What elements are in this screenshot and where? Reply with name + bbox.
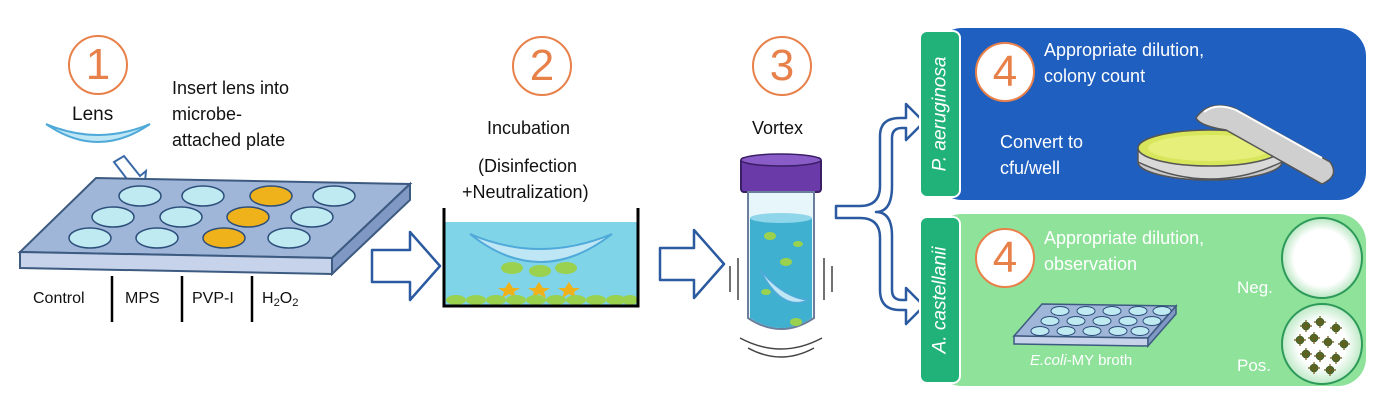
well xyxy=(118,185,162,207)
positive-label: Pos. xyxy=(1237,356,1272,375)
well xyxy=(249,185,293,207)
lens-label: Lens xyxy=(72,104,114,125)
step-3-title: Vortex xyxy=(752,118,804,138)
well-plate-side xyxy=(331,181,411,277)
step-4a-line1: Appropriate dilution, xyxy=(1044,40,1205,60)
step-1-instruction-line3: attached plate xyxy=(172,130,286,150)
lens-shape xyxy=(45,123,151,143)
well xyxy=(135,227,179,249)
step-2-circle: 2 xyxy=(512,36,572,96)
step-2-detail-line2: +Neutralization) xyxy=(462,182,589,202)
step-4b-circle: 4 xyxy=(975,228,1035,288)
step-3-number: 3 xyxy=(769,41,795,90)
step-1-instruction-line2: microbe- xyxy=(172,104,243,124)
step-1-instruction-line1: Insert lens into xyxy=(172,78,290,98)
step-2-detail-line1: (Disinfection xyxy=(478,156,578,176)
step-4a-line2: colony count xyxy=(1044,66,1146,86)
well xyxy=(159,206,203,228)
well xyxy=(181,185,225,207)
well xyxy=(202,227,246,249)
step-4a-number: 4 xyxy=(992,47,1018,96)
broth-label: E.coli-MY broth xyxy=(1030,352,1133,369)
step-2-title: Incubation xyxy=(487,118,571,138)
negative-label: Neg. xyxy=(1237,278,1273,297)
well xyxy=(267,227,311,249)
positive-well xyxy=(1281,303,1363,385)
step-4a-convert-line2: cfu/well xyxy=(1000,158,1061,178)
tab-a-castellanii: A. castellanii xyxy=(919,216,961,384)
step-1-number: 1 xyxy=(85,40,111,89)
well xyxy=(68,227,112,249)
step-4a-convert-line1: Convert to xyxy=(1000,132,1084,152)
step-4b-line1: Appropriate dilution, xyxy=(1044,228,1205,248)
well xyxy=(290,206,334,228)
negative-well xyxy=(1281,217,1363,299)
step-4b-line2: observation xyxy=(1044,254,1138,274)
step-4a-circle: 4 xyxy=(975,42,1035,102)
well xyxy=(312,185,356,207)
well xyxy=(226,206,270,228)
group-label-h2o2: H2O2 xyxy=(262,290,299,309)
group-label-mps: MPS xyxy=(125,290,160,307)
step-2-number: 2 xyxy=(529,41,555,90)
step-4b-number: 4 xyxy=(992,233,1018,282)
group-label-control: Control xyxy=(33,290,85,307)
step-1-circle: 1 xyxy=(68,35,128,95)
submerged-lens xyxy=(469,233,613,263)
tab-p-aeruginosa: P. aeruginosa xyxy=(919,30,961,198)
group-label-pvpi: PVP-I xyxy=(192,290,234,307)
step-3-circle: 3 xyxy=(752,36,812,96)
well xyxy=(91,206,135,228)
